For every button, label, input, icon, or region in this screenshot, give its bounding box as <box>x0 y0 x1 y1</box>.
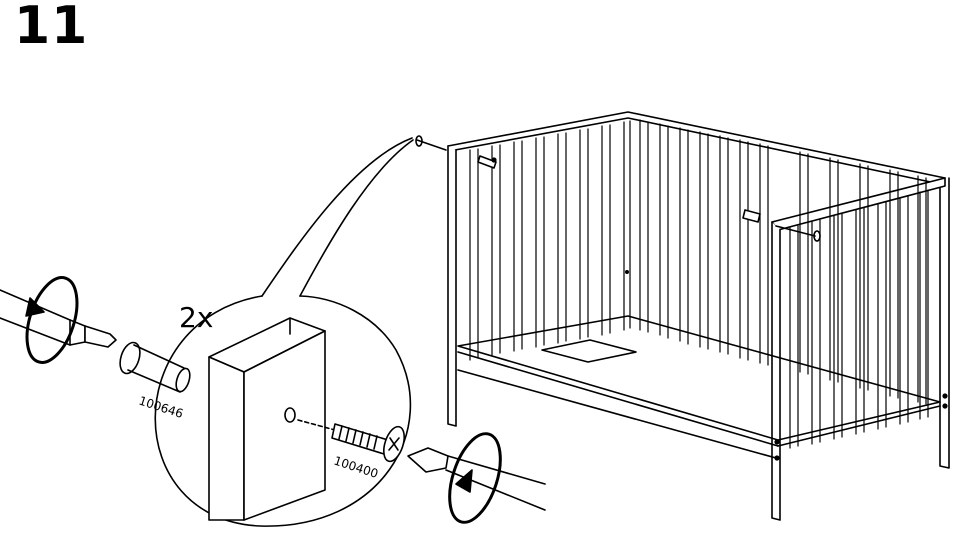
rotate-counterclockwise-icon <box>25 276 79 364</box>
rotate-clockwise-icon <box>448 432 502 524</box>
step-number: 11 <box>14 0 89 56</box>
bolt-hole <box>284 407 296 423</box>
rail-end-block <box>208 317 326 521</box>
crib-illustration <box>415 111 950 521</box>
crib-screw-left <box>415 135 497 169</box>
screwdriver-left <box>0 289 117 348</box>
crib-screw-right <box>742 209 821 242</box>
bolt-icon <box>297 419 406 463</box>
dowel-icon <box>119 341 191 393</box>
quantity-label: 2x <box>179 301 213 334</box>
screwdriver-right <box>407 447 546 511</box>
